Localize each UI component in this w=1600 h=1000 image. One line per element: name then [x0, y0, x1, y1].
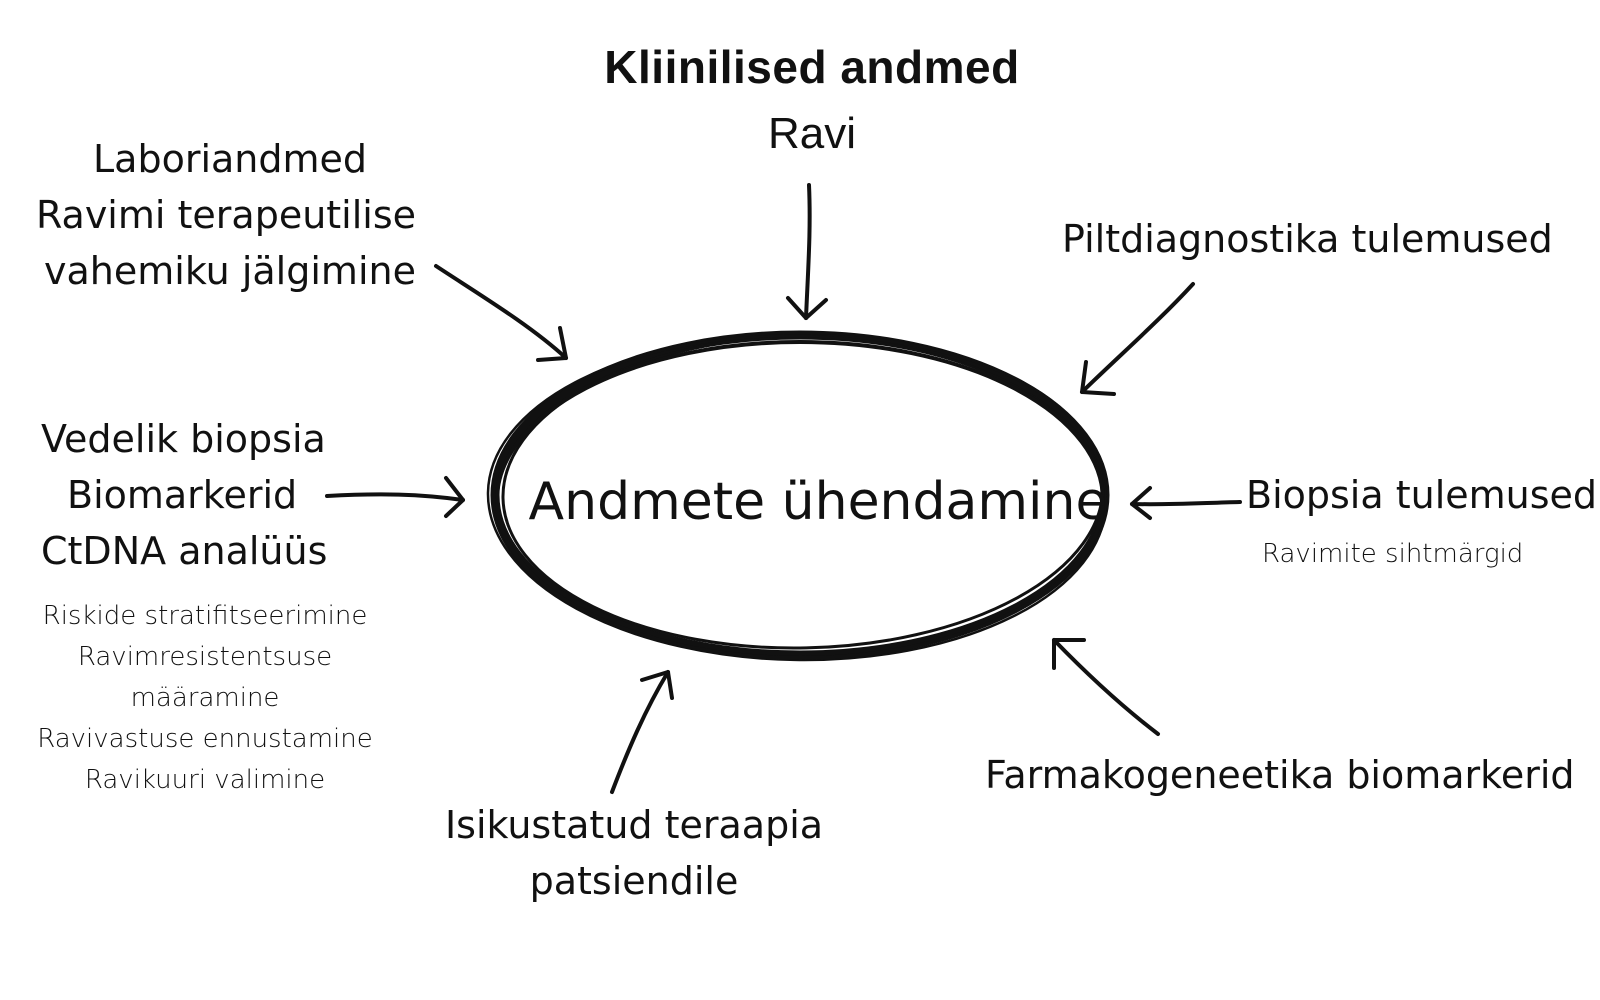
- arrow-left: [325, 476, 465, 518]
- left-line-2: Biomarkerid: [67, 473, 298, 517]
- left-line-1: Vedelik biopsia: [41, 417, 326, 461]
- left-detail-3: määramine: [130, 683, 280, 713]
- bottom-line-2: patsiendile: [529, 859, 739, 903]
- top-title: Kliinilised andmed: [604, 41, 1020, 93]
- top-right-label: Piltdiagnostika tulemused: [1062, 217, 1553, 261]
- left-detail-1: Riskide stratifitseerimine: [42, 601, 368, 631]
- center-ellipse: [486, 330, 1110, 662]
- bottom-line-1: Isikustatud teraapia: [444, 803, 824, 847]
- left-detail-4: Ravivastuse ennustamine: [37, 724, 373, 754]
- arrow-right: [1130, 486, 1242, 520]
- left-detail-5: Ravikuuri valimine: [84, 765, 326, 795]
- arrow-top-right: [1080, 282, 1195, 396]
- top-left-line-3: vahemiku jälgimine: [44, 249, 416, 293]
- arrow-bottom: [610, 670, 674, 794]
- left-detail-2: Ravimresistentsuse: [77, 642, 333, 672]
- arrow-top-left: [434, 264, 568, 362]
- arrow-bottom-right: [1052, 638, 1160, 736]
- top-left-line-2: Ravimi terapeutilise: [35, 193, 417, 237]
- bottom-right-label: Farmakogeneetika biomarkerid: [985, 753, 1575, 797]
- right-title: Biopsia tulemused: [1246, 473, 1598, 517]
- left-line-3: CtDNA analüüs: [41, 529, 328, 573]
- arrow-top: [786, 183, 828, 320]
- top-subtitle: Ravi: [767, 109, 857, 158]
- center-label: Andmete ühendamine: [528, 472, 1108, 532]
- right-detail: Ravimite sihtmärgid: [1262, 539, 1524, 569]
- top-left-line-1: Laboriandmed: [92, 137, 368, 181]
